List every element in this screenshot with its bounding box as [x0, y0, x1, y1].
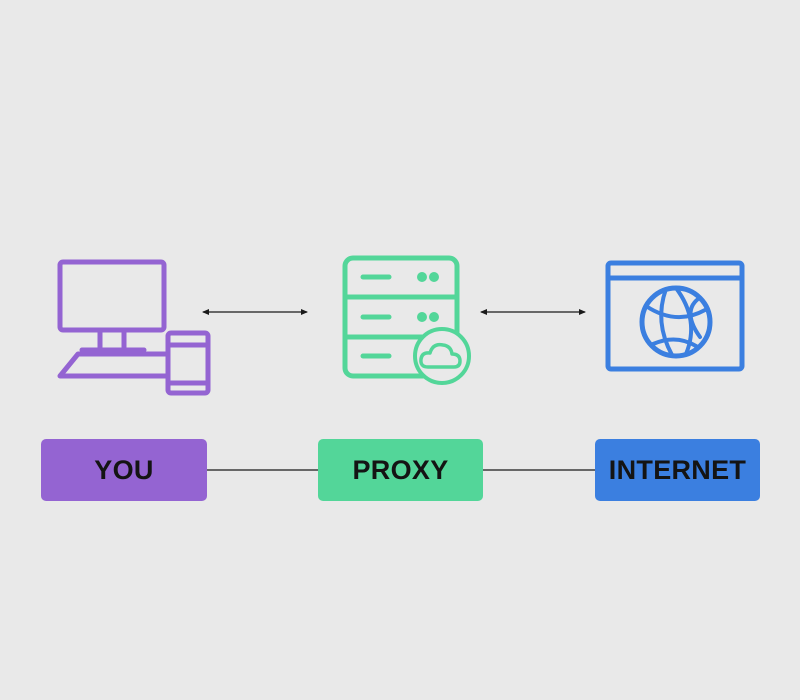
proxy-label: PROXY [352, 454, 449, 485]
proxy-label-box: PROXY [318, 439, 483, 501]
server-cloud-icon [342, 255, 471, 385]
internet-label: INTERNET [608, 454, 747, 485]
you-label: YOU [94, 454, 154, 485]
internet-label-box: INTERNET [595, 439, 760, 501]
you-label-box: YOU [41, 439, 207, 501]
computer-and-phone-icon [57, 259, 211, 396]
browser-globe-icon [605, 260, 745, 372]
